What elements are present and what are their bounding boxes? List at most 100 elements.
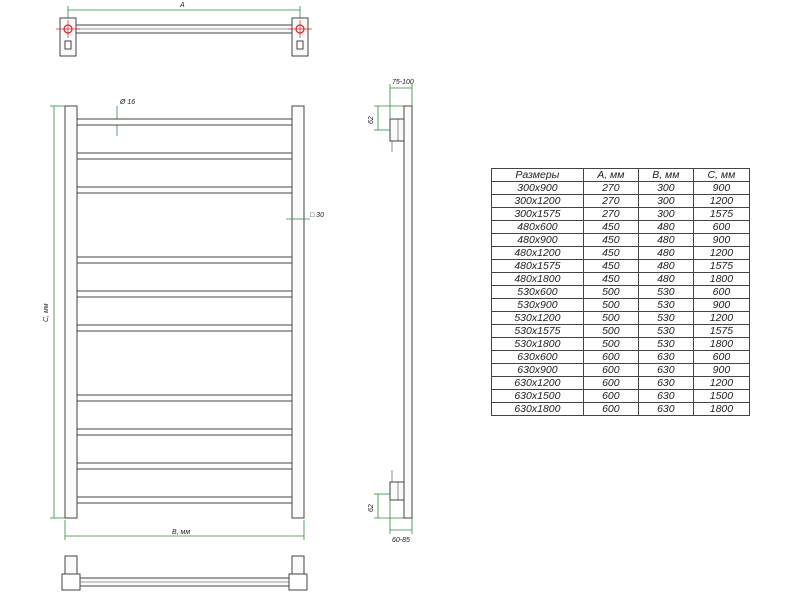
table-cell: 600: [582, 350, 639, 364]
table-cell: 1200: [692, 194, 751, 208]
table-cell: 630: [637, 402, 694, 416]
top-view: [56, 6, 312, 57]
bottom-view: [61, 555, 308, 591]
table-cell: 300x1575: [491, 207, 584, 221]
table-cell: 480: [637, 246, 694, 260]
table-cell: 630: [637, 376, 694, 390]
table-cell: 480: [637, 272, 694, 286]
table-cell: 600: [582, 363, 639, 377]
table-cell: 600: [582, 376, 639, 390]
table-cell: 630: [637, 363, 694, 377]
table-cell: 480x1200: [491, 246, 584, 260]
table-cell: 270: [582, 181, 639, 195]
table-cell: 1500: [692, 389, 751, 403]
dim-b-label: B, мм: [172, 529, 190, 536]
table-cell: 900: [692, 181, 751, 195]
table-cell: 500: [582, 285, 639, 299]
table-cell: 300x1200: [491, 194, 584, 208]
table-cell: 530x1800: [491, 337, 584, 351]
table-cell: 450: [582, 233, 639, 247]
depth-bottom-label: 60-85: [392, 537, 410, 544]
table-cell: 530x1200: [491, 311, 584, 325]
table-cell: 450: [582, 272, 639, 286]
table-cell: 1800: [692, 272, 751, 286]
front-view: [50, 105, 310, 540]
table-cell: 300: [637, 181, 694, 195]
upright-size-label: □ 30: [310, 212, 324, 219]
table-cell: 530: [637, 324, 694, 338]
table-cell: 500: [582, 298, 639, 312]
table-cell: 530: [637, 285, 694, 299]
table-cell: 500: [582, 324, 639, 338]
table-cell: 1200: [692, 376, 751, 390]
table-cell: 480: [637, 233, 694, 247]
table-cell: 450: [582, 246, 639, 260]
table-cell: 600: [582, 389, 639, 403]
table-cell: 600: [692, 350, 751, 364]
table-cell: 500: [582, 337, 639, 351]
table-cell: 630x1200: [491, 376, 584, 390]
table-cell: 500: [582, 311, 639, 325]
table-cell: 270: [582, 194, 639, 208]
table-cell: 450: [582, 259, 639, 273]
header-c: С, мм: [692, 168, 751, 182]
table-cell: 1800: [692, 402, 751, 416]
depth-top-label: 75-100: [392, 79, 414, 86]
table-cell: 480: [637, 220, 694, 234]
table-cell: 300: [637, 194, 694, 208]
table-cell: 600: [582, 402, 639, 416]
table-cell: 480: [637, 259, 694, 273]
table-cell: 480x1800: [491, 272, 584, 286]
table-cell: 630x600: [491, 350, 584, 364]
table-cell: 530: [637, 337, 694, 351]
table-cell: 530x1575: [491, 324, 584, 338]
table-cell: 480x1575: [491, 259, 584, 273]
table-cell: 900: [692, 233, 751, 247]
table-cell: 1575: [692, 324, 751, 338]
table-cell: 530x600: [491, 285, 584, 299]
table-cell: 1575: [692, 259, 751, 273]
table-header-row: Размеры А, мм В, мм С, мм: [491, 168, 751, 182]
table-cell: 450: [582, 220, 639, 234]
dim-c-label: C, мм: [43, 303, 50, 322]
table-cell: 900: [692, 363, 751, 377]
header-sizes: Размеры: [491, 168, 584, 182]
table-cell: 530x900: [491, 298, 584, 312]
offset-top-label: 62: [368, 116, 375, 124]
table-cell: 600: [692, 285, 751, 299]
table-cell: 530: [637, 311, 694, 325]
left-upright: [64, 105, 78, 519]
header-b: В, мм: [637, 168, 694, 182]
table-cell: 630x1500: [491, 389, 584, 403]
pipe-diameter-label: Ø 16: [119, 99, 135, 106]
table-cell: 630: [637, 389, 694, 403]
table-cell: 1200: [692, 246, 751, 260]
table-cell: 1575: [692, 207, 751, 221]
header-a: А, мм: [582, 168, 639, 182]
table-cell: 630: [637, 350, 694, 364]
table-cell: 1200: [692, 311, 751, 325]
table-cell: 630x900: [491, 363, 584, 377]
right-upright: [291, 105, 305, 519]
table-cell: 300x900: [491, 181, 584, 195]
